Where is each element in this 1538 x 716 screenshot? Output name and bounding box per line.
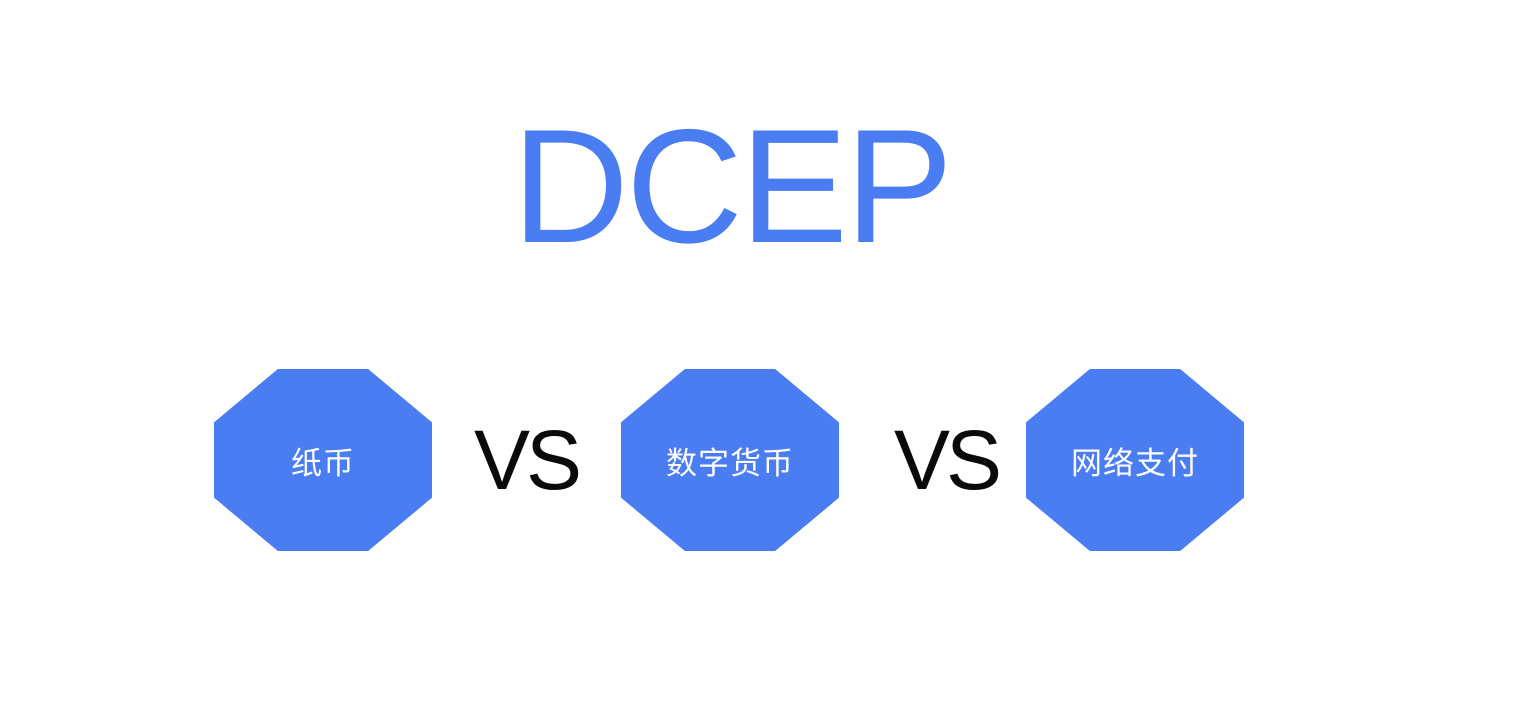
octagon-paper-currency-label: 纸币 (291, 445, 355, 481)
slide-title: DCEP (511, 96, 953, 277)
octagon-digital-currency: 数字货币 (621, 369, 839, 551)
octagon-online-payment: 网络支付 (1026, 369, 1244, 551)
octagon-paper-currency: 纸币 (214, 369, 432, 551)
vs-separator-1: VS (473, 413, 582, 507)
octagon-online-payment-label: 网络支付 (1071, 445, 1199, 481)
octagon-digital-currency-label: 数字货币 (666, 445, 794, 481)
vs-separator-2: VS (893, 413, 1002, 507)
